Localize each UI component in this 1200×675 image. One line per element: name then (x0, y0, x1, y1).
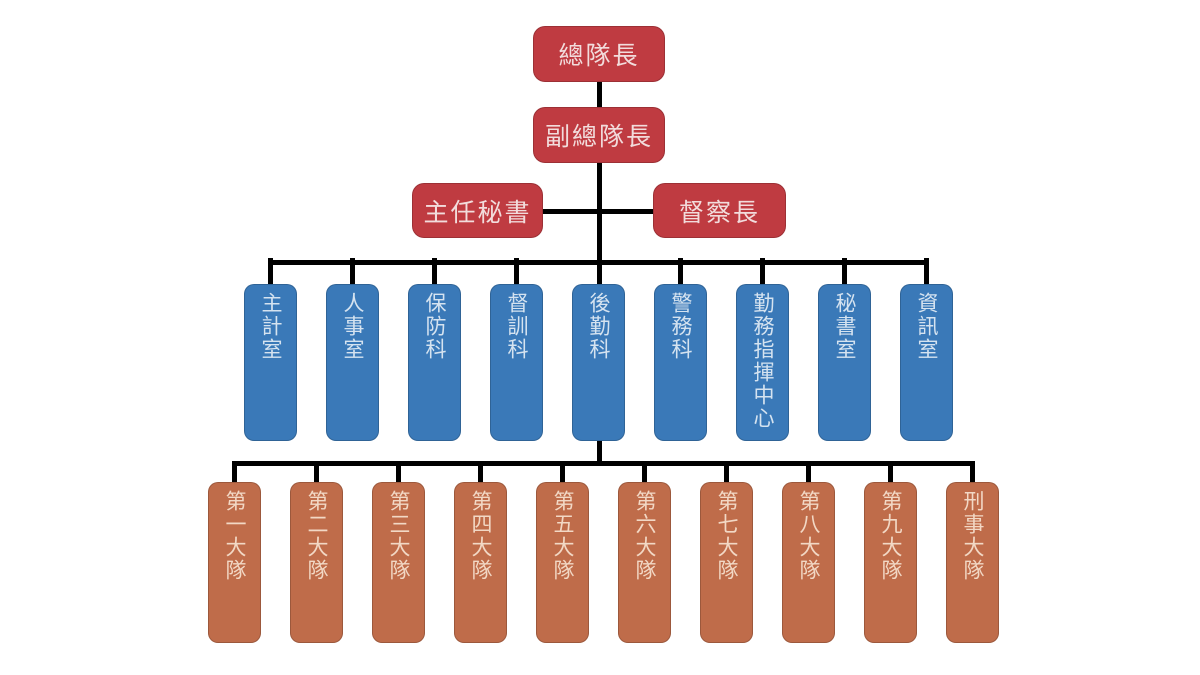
node-dept-5-label: 後勤科 (587, 292, 611, 361)
node-chief-secretary-label: 主任秘書 (423, 199, 532, 227)
node-brigade-7-label: 第七大隊 (715, 490, 739, 582)
node-brigade-6-label: 第六大隊 (633, 490, 657, 582)
node-dept-1: 主計室 (244, 284, 297, 441)
connector-dept-stub-1 (268, 258, 273, 286)
node-brigade-1: 第一大隊 (208, 482, 261, 643)
node-dept-9: 資訊室 (900, 284, 953, 441)
connector-dept-stub-7 (760, 258, 765, 286)
connector-staff-cross (540, 208, 656, 214)
node-brigade-1-label: 第一大隊 (223, 490, 247, 582)
node-dept-4: 督訓科 (490, 284, 543, 441)
connector-brigade-stub-4 (478, 464, 483, 486)
node-dept-2: 人事室 (326, 284, 379, 441)
connector-dept-stub-8 (842, 258, 847, 286)
node-brigade-3-label: 第三大隊 (387, 490, 411, 582)
connector-brigade-stub-6 (642, 464, 647, 486)
node-chief: 總隊長 (533, 26, 665, 82)
node-dept-7: 勤務指揮中心 (736, 284, 789, 441)
node-brigade-10: 刑事大隊 (946, 482, 999, 643)
node-brigade-2: 第二大隊 (290, 482, 343, 643)
connector-dept-to-brigade-rail (596, 438, 602, 464)
connector-brigade-stub-9 (888, 464, 893, 486)
node-brigade-2-label: 第二大隊 (305, 490, 329, 582)
connector-dept-stub-4 (514, 258, 519, 286)
node-dept-2-label: 人事室 (341, 292, 365, 361)
connector-brigade-stub-2 (314, 464, 319, 486)
node-dept-8-label: 秘書室 (833, 292, 857, 361)
node-dept-4-label: 督訓科 (505, 292, 529, 361)
node-dept-3: 保防科 (408, 284, 461, 441)
connector-dept-stub-2 (350, 258, 355, 286)
node-brigade-8-label: 第八大隊 (797, 490, 821, 582)
node-brigade-10-label: 刑事大隊 (961, 490, 985, 582)
connector-brigade-rail (232, 461, 975, 466)
node-brigade-5: 第五大隊 (536, 482, 589, 643)
node-chief-label: 總隊長 (558, 43, 640, 70)
connector-brigade-stub-10 (970, 464, 975, 486)
node-dept-8: 秘書室 (818, 284, 871, 441)
connector-brigade-stub-1 (232, 464, 237, 486)
node-brigade-8: 第八大隊 (782, 482, 835, 643)
node-dept-6-label: 警務科 (669, 292, 693, 361)
node-inspector-general-label: 督察長 (678, 199, 760, 227)
connector-brigade-stub-3 (396, 464, 401, 486)
node-brigade-7: 第七大隊 (700, 482, 753, 643)
node-brigade-9-label: 第九大隊 (879, 490, 903, 582)
connector-chief-to-deputy (596, 78, 602, 110)
node-deputy-chief-label: 副總隊長 (544, 124, 653, 151)
node-dept-1-label: 主計室 (259, 292, 283, 361)
node-dept-5: 後勤科 (572, 284, 625, 441)
node-brigade-3: 第三大隊 (372, 482, 425, 643)
node-deputy-chief: 副總隊長 (533, 107, 665, 163)
node-inspector-general: 督察長 (653, 183, 786, 238)
connector-brigade-stub-8 (806, 464, 811, 486)
node-brigade-4-label: 第四大隊 (469, 490, 493, 582)
node-dept-3-label: 保防科 (423, 292, 447, 361)
node-dept-7-label: 勤務指揮中心 (751, 292, 775, 430)
node-dept-9-label: 資訊室 (915, 292, 939, 361)
node-brigade-4: 第四大隊 (454, 482, 507, 643)
node-brigade-9: 第九大隊 (864, 482, 917, 643)
connector-dept-stub-9 (924, 258, 929, 286)
node-brigade-5-label: 第五大隊 (551, 490, 575, 582)
connector-brigade-stub-7 (724, 464, 729, 486)
node-chief-secretary: 主任秘書 (412, 183, 543, 238)
connector-dept-stub-5 (596, 258, 602, 286)
node-dept-6: 警務科 (654, 284, 707, 441)
connector-brigade-stub-5 (560, 464, 565, 486)
connector-dept-stub-6 (678, 258, 683, 286)
node-brigade-6: 第六大隊 (618, 482, 671, 643)
connector-dept-stub-3 (432, 258, 437, 286)
